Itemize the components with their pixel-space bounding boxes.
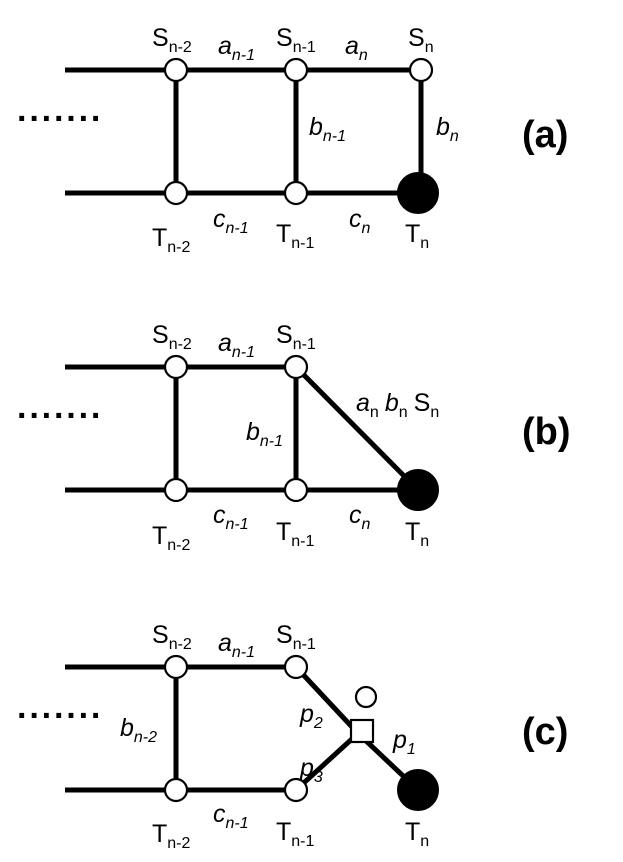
node-t-prev2 — [163, 777, 189, 803]
node-t-n — [397, 769, 439, 811]
label-a-n: an — [345, 32, 368, 64]
label-t-prev1: Tn-1 — [276, 818, 315, 850]
label-s-prev2: Sn-2 — [152, 24, 192, 56]
node-s-prev1 — [283, 354, 309, 380]
panel-label-c: (c) — [522, 711, 568, 753]
label-s-prev1: Sn-1 — [276, 24, 316, 56]
label-t-n: Tn — [405, 518, 429, 550]
label-t-prev2: Tn-2 — [152, 522, 191, 554]
label-b-n: bn — [436, 113, 459, 145]
label-t-prev2: Tn-2 — [152, 820, 191, 852]
label-a-prev: an-1 — [218, 32, 255, 64]
node-t-prev2 — [163, 477, 189, 503]
panel-a: ······· Sn-2 Sn-1 Sn an-1 an bn-1 bn cn-… — [17, 24, 568, 256]
node-t-prev1 — [283, 777, 309, 803]
node-t-n — [397, 469, 439, 511]
label-s-prev2: Sn-2 — [152, 321, 192, 353]
node-s-prev2 — [163, 354, 189, 380]
label-b-prev: bn-1 — [246, 418, 283, 450]
label-s-prev1: Sn-1 — [276, 321, 316, 353]
label-t-prev1: Tn-1 — [276, 220, 315, 252]
node-s-n — [408, 57, 434, 83]
label-p3: p3 — [299, 754, 323, 786]
node-t-prev1 — [283, 180, 309, 206]
node-s-prev1 — [283, 57, 309, 83]
label-s-n: Sn — [408, 24, 434, 56]
label-s-prev1: Sn-1 — [276, 621, 316, 653]
ellipsis: ······· — [17, 100, 103, 138]
label-c-n: cn — [349, 205, 371, 237]
label-t-prev1: Tn-1 — [276, 518, 315, 550]
edge-p3 — [294, 736, 355, 792]
node-s-prev2 — [163, 57, 189, 83]
panel-label-a: (a) — [522, 114, 568, 156]
label-s-prev2: Sn-2 — [152, 621, 192, 653]
edge-diagonal — [294, 365, 420, 492]
label-t-n: Tn — [405, 818, 429, 850]
ellipsis: ······· — [17, 397, 103, 435]
label-a-prev: an-1 — [218, 329, 255, 361]
node-t-n — [397, 172, 439, 214]
node-t-prev1 — [283, 477, 309, 503]
node-junction-top — [354, 685, 378, 709]
label-t-prev2: Tn-2 — [152, 224, 191, 256]
edge-p2 — [294, 665, 355, 730]
label-c-prev: cn-1 — [213, 205, 249, 237]
label-p1: p1 — [392, 726, 416, 758]
label-c-prev: cn-1 — [213, 800, 249, 832]
node-t-prev2 — [163, 180, 189, 206]
label-b-prev: bn-1 — [309, 113, 346, 145]
label-c-n: cn — [349, 501, 371, 533]
label-c-prev: cn-1 — [213, 501, 249, 533]
panel-c: ······· Sn-2 Sn-1 an-1 bn-2 p2 p1 p3 cn-… — [17, 621, 568, 852]
ellipsis: ······· — [17, 697, 103, 735]
panel-label-b: (b) — [522, 411, 571, 453]
node-s-prev1 — [283, 654, 309, 680]
label-b-prev2: bn-2 — [120, 714, 157, 746]
label-p2: p2 — [299, 700, 323, 732]
label-t-n: Tn — [405, 220, 429, 252]
node-junction-square — [349, 718, 375, 744]
label-a-prev: an-1 — [218, 629, 255, 661]
node-s-prev2 — [163, 654, 189, 680]
